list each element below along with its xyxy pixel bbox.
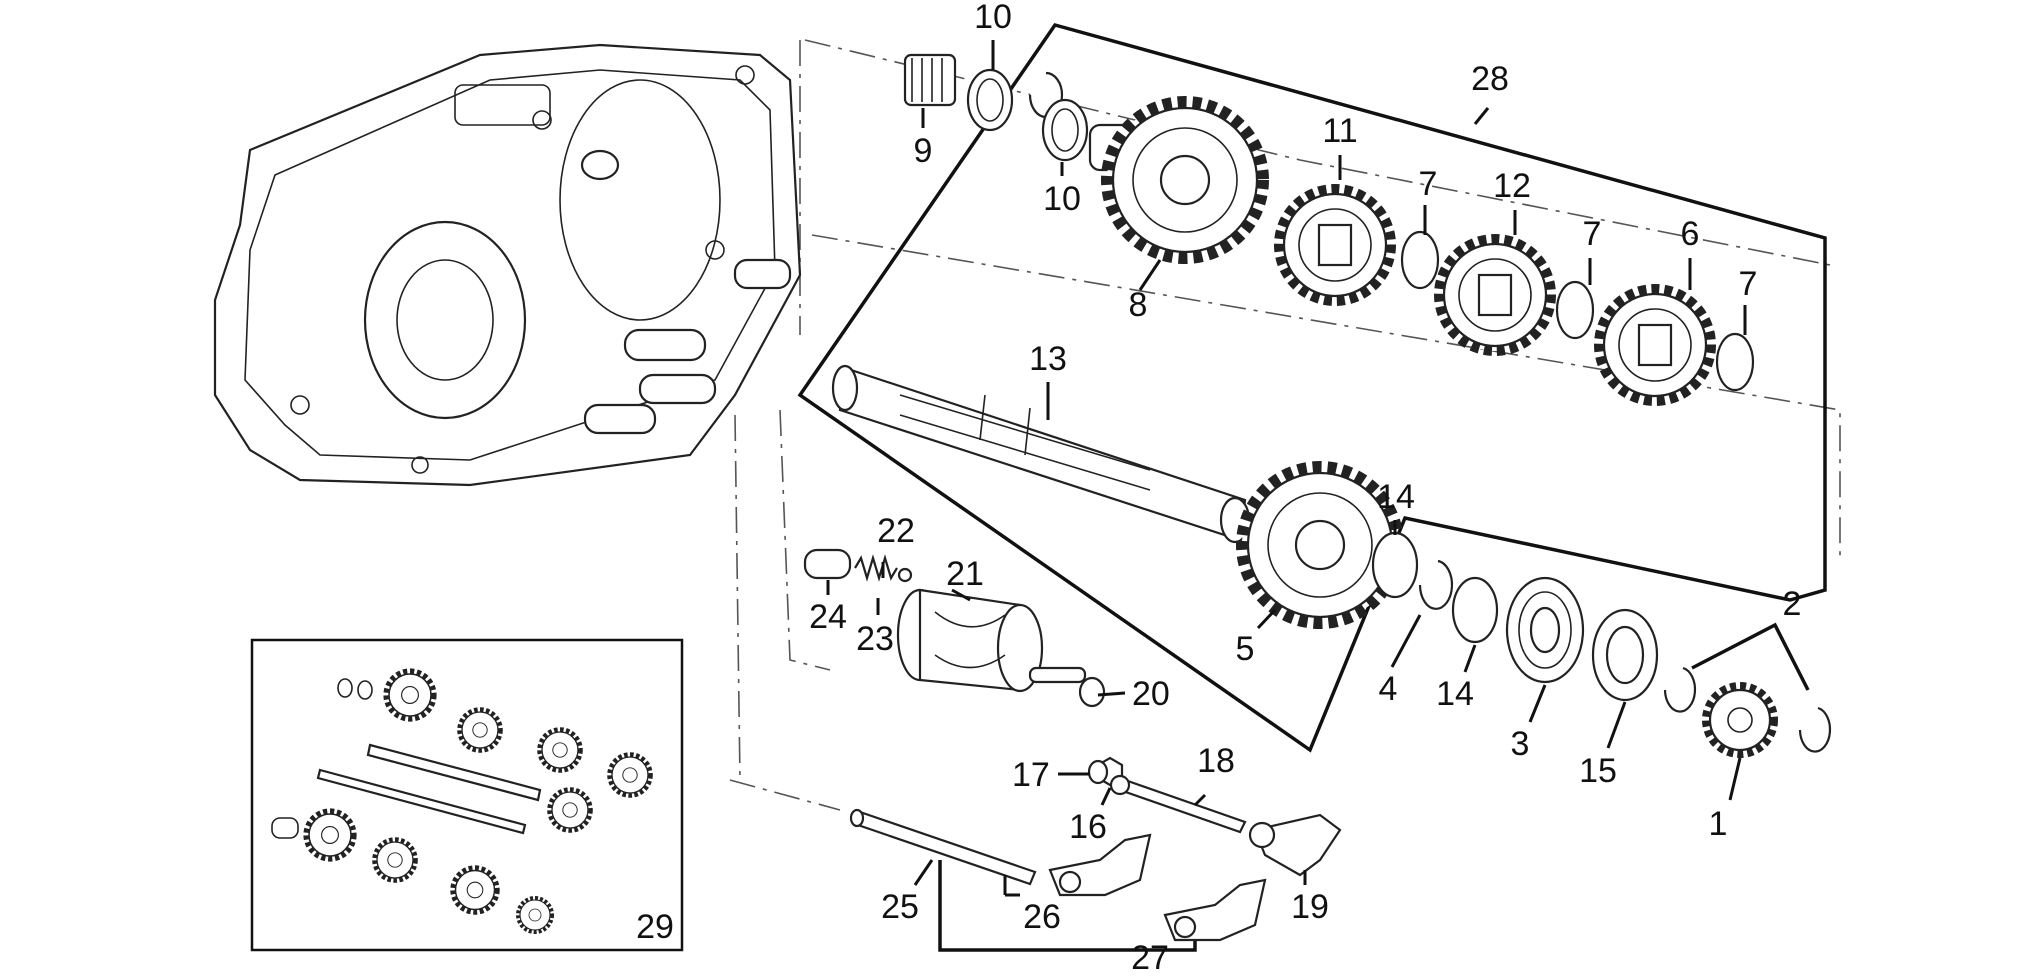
callout-19: 19 — [1291, 888, 1329, 926]
callout-14-a: 14 — [1377, 478, 1415, 516]
callout-10-bottom: 10 — [1043, 180, 1081, 218]
callout-8: 8 — [1129, 286, 1148, 324]
callout-7-b: 7 — [1583, 215, 1602, 253]
complete-gear-set-inset-29 — [250, 638, 684, 952]
callout-labels: 10 9 10 8 28 11 7 12 7 6 7 13 14 22 21 2… — [636, 0, 1802, 977]
gear-12 — [1439, 239, 1551, 351]
washer-20 — [1078, 676, 1106, 708]
pin-24 — [803, 548, 852, 580]
group-28-outline — [797, 22, 1827, 753]
washer-16 — [1087, 759, 1109, 785]
callout-14-b: 14 — [1436, 675, 1474, 713]
fork-shaft-18 — [1109, 774, 1247, 834]
callout-26: 26 — [1023, 898, 1061, 936]
washer-14b — [1451, 576, 1499, 644]
circlip-2b — [1798, 706, 1832, 753]
callout-29: 29 — [636, 908, 674, 946]
ball-bearing-3 — [1505, 576, 1585, 684]
thrust-washer-10a — [966, 68, 1014, 132]
callout-9: 9 — [914, 132, 933, 170]
callout-16: 16 — [1069, 808, 1107, 846]
selector-drum-21 — [896, 588, 1087, 693]
leader-lines — [826, 40, 1747, 897]
shift-fork-26 — [1048, 833, 1152, 897]
shift-fork-27 — [1163, 878, 1267, 942]
oil-seal-15 — [1591, 608, 1659, 702]
gear-11 — [1279, 189, 1391, 301]
callout-25: 25 — [881, 888, 919, 926]
assembly-centerlines — [729, 39, 1841, 811]
gear-5 — [1242, 467, 1398, 623]
callout-12: 12 — [1493, 167, 1531, 205]
callout-23: 23 — [856, 620, 894, 658]
callout-6: 6 — [1681, 215, 1700, 253]
callout-22: 22 — [877, 512, 915, 550]
callout-1: 1 — [1709, 805, 1728, 843]
callout-28: 28 — [1471, 60, 1509, 98]
thrust-washer-10b — [1041, 98, 1089, 162]
circlip-7a — [1400, 230, 1440, 290]
circlip-2a — [1663, 666, 1697, 713]
callout-5: 5 — [1236, 630, 1255, 668]
fork-shaft-25 — [849, 808, 1037, 886]
callout-18: 18 — [1197, 742, 1235, 780]
circlip-7c — [1715, 332, 1755, 392]
callout-24: 24 — [809, 598, 847, 636]
group-2-bracket — [1691, 622, 1810, 691]
sprocket-1 — [1706, 686, 1774, 754]
ball-22 — [897, 567, 913, 583]
callout-20: 20 — [1132, 675, 1170, 713]
callout-27: 27 — [1131, 939, 1169, 975]
callout-2: 2 — [1783, 585, 1802, 623]
shift-fork-19 — [1248, 813, 1342, 877]
gear-8 — [1107, 102, 1263, 258]
callout-7-c: 7 — [1739, 265, 1758, 303]
callout-10-top: 10 — [974, 0, 1012, 36]
spring-23 — [854, 554, 898, 582]
circlip-4 — [1418, 559, 1454, 610]
callout-15: 15 — [1579, 752, 1617, 790]
main-shaft-13 — [831, 364, 1251, 544]
circlip-7b — [1555, 280, 1595, 340]
callout-4: 4 — [1379, 670, 1398, 708]
washer-14a — [1371, 531, 1419, 599]
gear-6 — [1599, 289, 1711, 401]
callout-3: 3 — [1511, 725, 1530, 763]
crankcase-half — [213, 43, 802, 487]
needle-bearing-9 — [903, 53, 957, 107]
callout-13: 13 — [1029, 340, 1067, 378]
callout-21: 21 — [946, 555, 984, 593]
callout-11: 11 — [1322, 112, 1357, 150]
callout-7-a: 7 — [1419, 165, 1438, 203]
callout-17: 17 — [1012, 756, 1050, 794]
